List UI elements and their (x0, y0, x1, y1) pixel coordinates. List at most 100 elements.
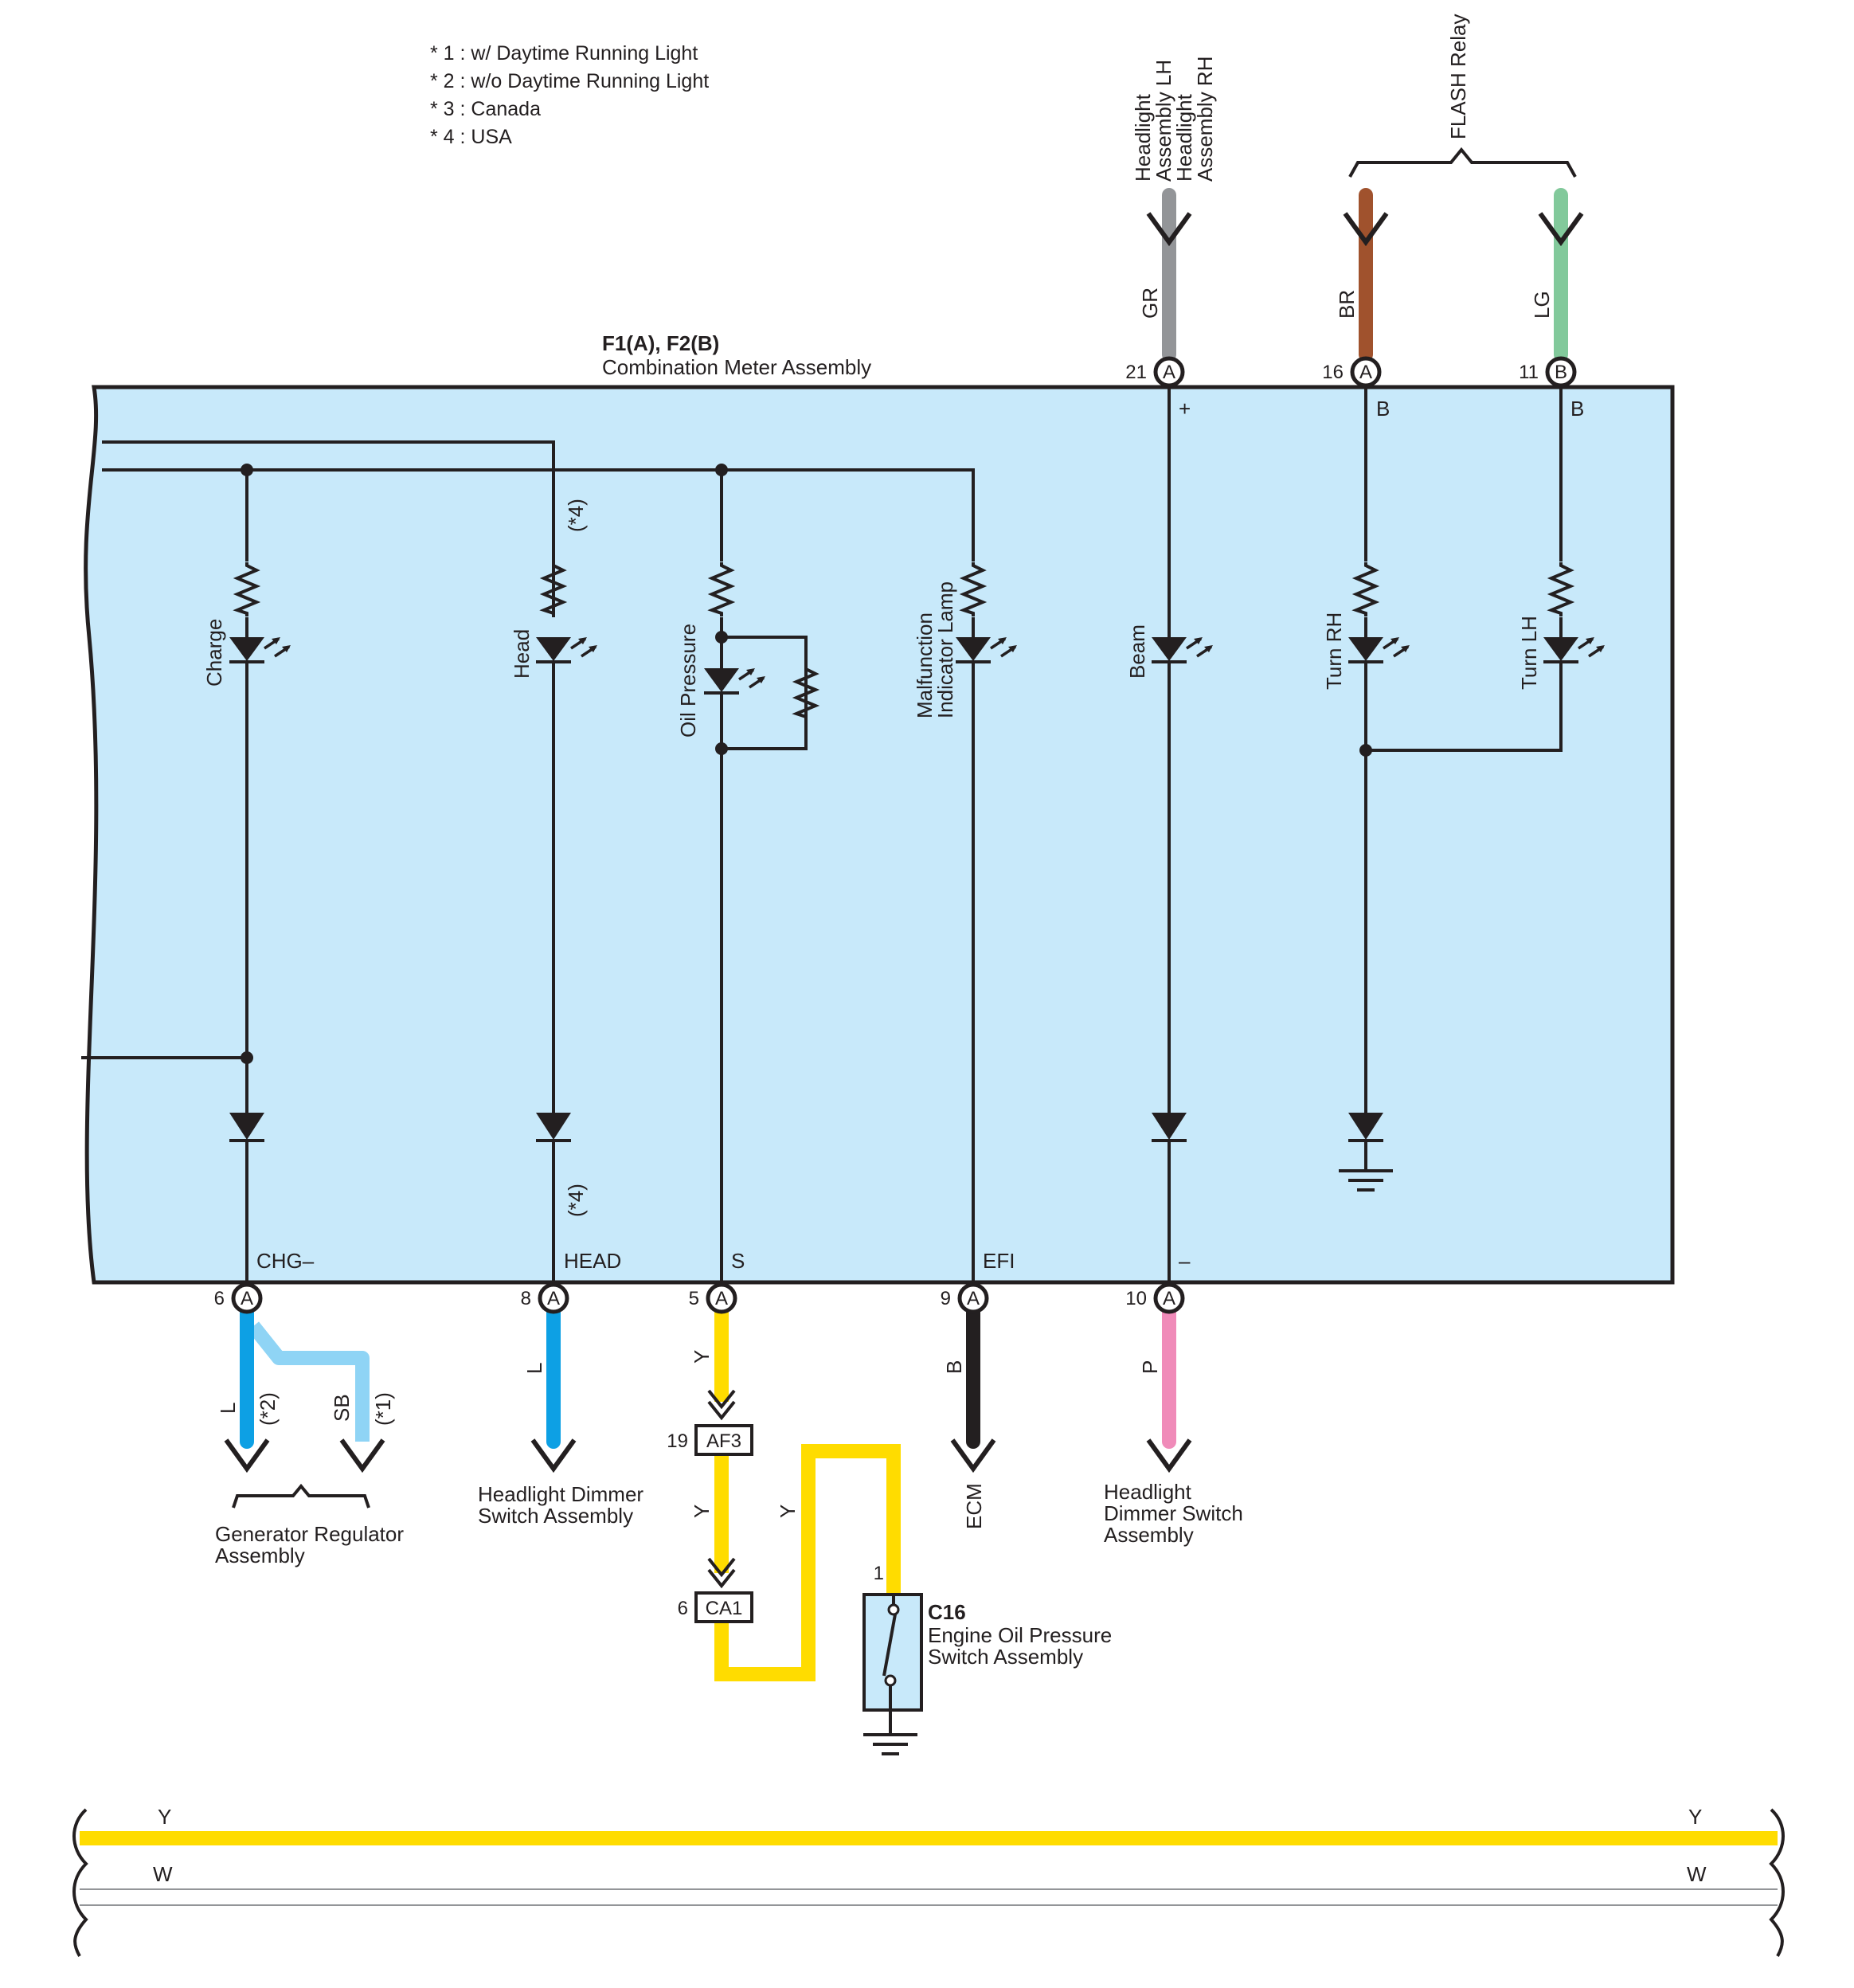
lamp-label-oil-pressure: Oil Pressure (676, 624, 700, 738)
svg-text:9: 9 (941, 1288, 951, 1309)
junction-af3: AF3 19 (667, 1424, 753, 1456)
terminal-label-beam-plus: + (1179, 397, 1191, 421)
destination-beam-dimmer-2: Dimmer Switch (1104, 1501, 1243, 1525)
meter-code: F1(A), F2(B) (602, 331, 719, 355)
junction-ca1: CA1 6 (678, 1591, 753, 1623)
lamp-label-beam: Beam (1125, 624, 1149, 679)
terminal-label-turn-lh-b: B (1570, 397, 1584, 421)
svg-text:1: 1 (874, 1563, 884, 1584)
wire-br: BR (1335, 188, 1387, 362)
variant-notes: * 1 : w/ Daytime Running Light * 2 : w/o… (430, 42, 709, 148)
wire-code-gen-sb: SB (330, 1394, 354, 1422)
svg-text:Headlight: Headlight (1172, 93, 1196, 182)
svg-text:A: A (241, 1288, 253, 1309)
svg-text:Assembly LH: Assembly LH (1152, 60, 1175, 182)
svg-text:A: A (1163, 1288, 1175, 1309)
destination-generator-2: Assembly (215, 1544, 305, 1567)
wire-beam-p: P (1138, 1299, 1190, 1469)
wire-code-gr: GR (1138, 288, 1162, 319)
wire-lg: LG (1530, 188, 1582, 362)
svg-text:21: 21 (1125, 362, 1147, 383)
lamp-label-charge: Charge (202, 619, 226, 687)
connector-pin-11: B 11 (1519, 356, 1577, 388)
svg-text:Assembly RH: Assembly RH (1193, 57, 1217, 182)
meter-name: Combination Meter Assembly (602, 355, 871, 379)
junction-dots (241, 464, 1372, 1064)
oil-switch-name-1: Engine Oil Pressure (928, 1623, 1112, 1647)
wire-code-oil-1: Y (690, 1350, 714, 1364)
svg-text:W: W (1687, 1862, 1707, 1886)
ground-icon (862, 1733, 919, 1755)
lamp-label-mil-2: Indicator Lamp (933, 581, 957, 718)
svg-text:A: A (715, 1288, 728, 1309)
svg-text:Y: Y (158, 1805, 171, 1829)
terminal-label-s: S (731, 1249, 745, 1273)
wire-generator: L (*2) SB (*1) (216, 1299, 395, 1509)
svg-text:CA1: CA1 (706, 1598, 743, 1619)
note-2: * 2 : w/o Daytime Running Light (430, 70, 709, 92)
note-4: * 4 : USA (430, 126, 512, 148)
oil-pressure-switch: 1 C16 Engine Oil Pressure Switch Assembl… (862, 1563, 1112, 1755)
terminal-label-head: HEAD (564, 1249, 621, 1273)
svg-text:B: B (1555, 362, 1567, 383)
svg-text:A: A (1359, 362, 1372, 383)
terminal-label-efi: EFI (983, 1249, 1015, 1273)
wire-code-gen-l: L (216, 1403, 240, 1414)
note-3: * 3 : Canada (430, 98, 541, 120)
wire-code-oil-3: Y (776, 1505, 800, 1518)
destination-ecm: ECM (962, 1483, 986, 1529)
flash-relay-brace (1348, 147, 1577, 178)
wire-oil-y: Y Y Y (690, 1306, 901, 1681)
destination-beam-dimmer-1: Headlight (1104, 1480, 1192, 1504)
svg-text:A: A (1163, 362, 1175, 383)
wire-code-lg: LG (1530, 291, 1554, 319)
svg-text:8: 8 (521, 1288, 531, 1309)
lamp-label-turn-rh: Turn RH (1322, 612, 1346, 690)
connector-pin-21: A 21 (1125, 356, 1185, 388)
lamp-label-mil-1: Malfunction (913, 612, 937, 718)
svg-text:AF3: AF3 (706, 1430, 741, 1452)
wire-code-head: L (522, 1363, 546, 1374)
legend-break-marks (72, 1808, 1785, 1957)
connector-pin-16: A 16 (1322, 356, 1382, 388)
svg-text:11: 11 (1519, 362, 1539, 383)
connector-pin-6: A 6 (214, 1282, 263, 1314)
terminal-label-chg: CHG– (256, 1249, 315, 1273)
flash-relay-label: FLASH Relay (1446, 14, 1470, 140)
svg-text:A: A (967, 1288, 980, 1309)
variant-mark-gen-l: (*2) (256, 1392, 280, 1426)
svg-text:10: 10 (1125, 1288, 1147, 1309)
wire-legend-y: Y Y (80, 1805, 1778, 1845)
connector-pin-5: A 5 (689, 1282, 737, 1314)
wire-efi-b: B ECM (942, 1299, 994, 1529)
wire-gr: GR (1138, 188, 1190, 362)
oil-switch-name-2: Switch Assembly (928, 1645, 1083, 1669)
svg-text:W: W (153, 1862, 173, 1886)
variant-mark-head-top: (*4) (564, 499, 588, 532)
svg-text:19: 19 (667, 1430, 688, 1452)
connector-pin-10: A 10 (1125, 1282, 1185, 1314)
svg-text:6: 6 (214, 1288, 225, 1309)
svg-text:Y: Y (1688, 1805, 1702, 1829)
terminal-label-beam-minus: – (1179, 1249, 1191, 1273)
wire-head-l: L (522, 1299, 574, 1469)
lamp-label-head: Head (510, 629, 534, 679)
connector-pin-9: A 9 (941, 1282, 989, 1314)
variant-mark-head-bottom: (*4) (564, 1184, 588, 1217)
note-1: * 1 : w/ Daytime Running Light (430, 42, 698, 65)
destination-head-dimmer-2: Switch Assembly (478, 1504, 633, 1528)
destination-beam-dimmer-3: Assembly (1104, 1523, 1194, 1547)
destination-generator-1: Generator Regulator (215, 1522, 404, 1546)
svg-text:6: 6 (678, 1598, 688, 1619)
svg-text:16: 16 (1322, 362, 1344, 383)
variant-mark-gen-sb: (*1) (371, 1392, 395, 1426)
oil-switch-code: C16 (928, 1600, 966, 1624)
connector-pin-8: A 8 (521, 1282, 569, 1314)
terminal-label-turn-rh-b: B (1376, 397, 1390, 421)
wire-code-br: BR (1335, 290, 1359, 319)
svg-text:5: 5 (689, 1288, 699, 1309)
lamp-label-turn-lh: Turn LH (1517, 616, 1541, 690)
svg-text:Headlight: Headlight (1131, 93, 1155, 182)
switch-icon (882, 1595, 900, 1710)
